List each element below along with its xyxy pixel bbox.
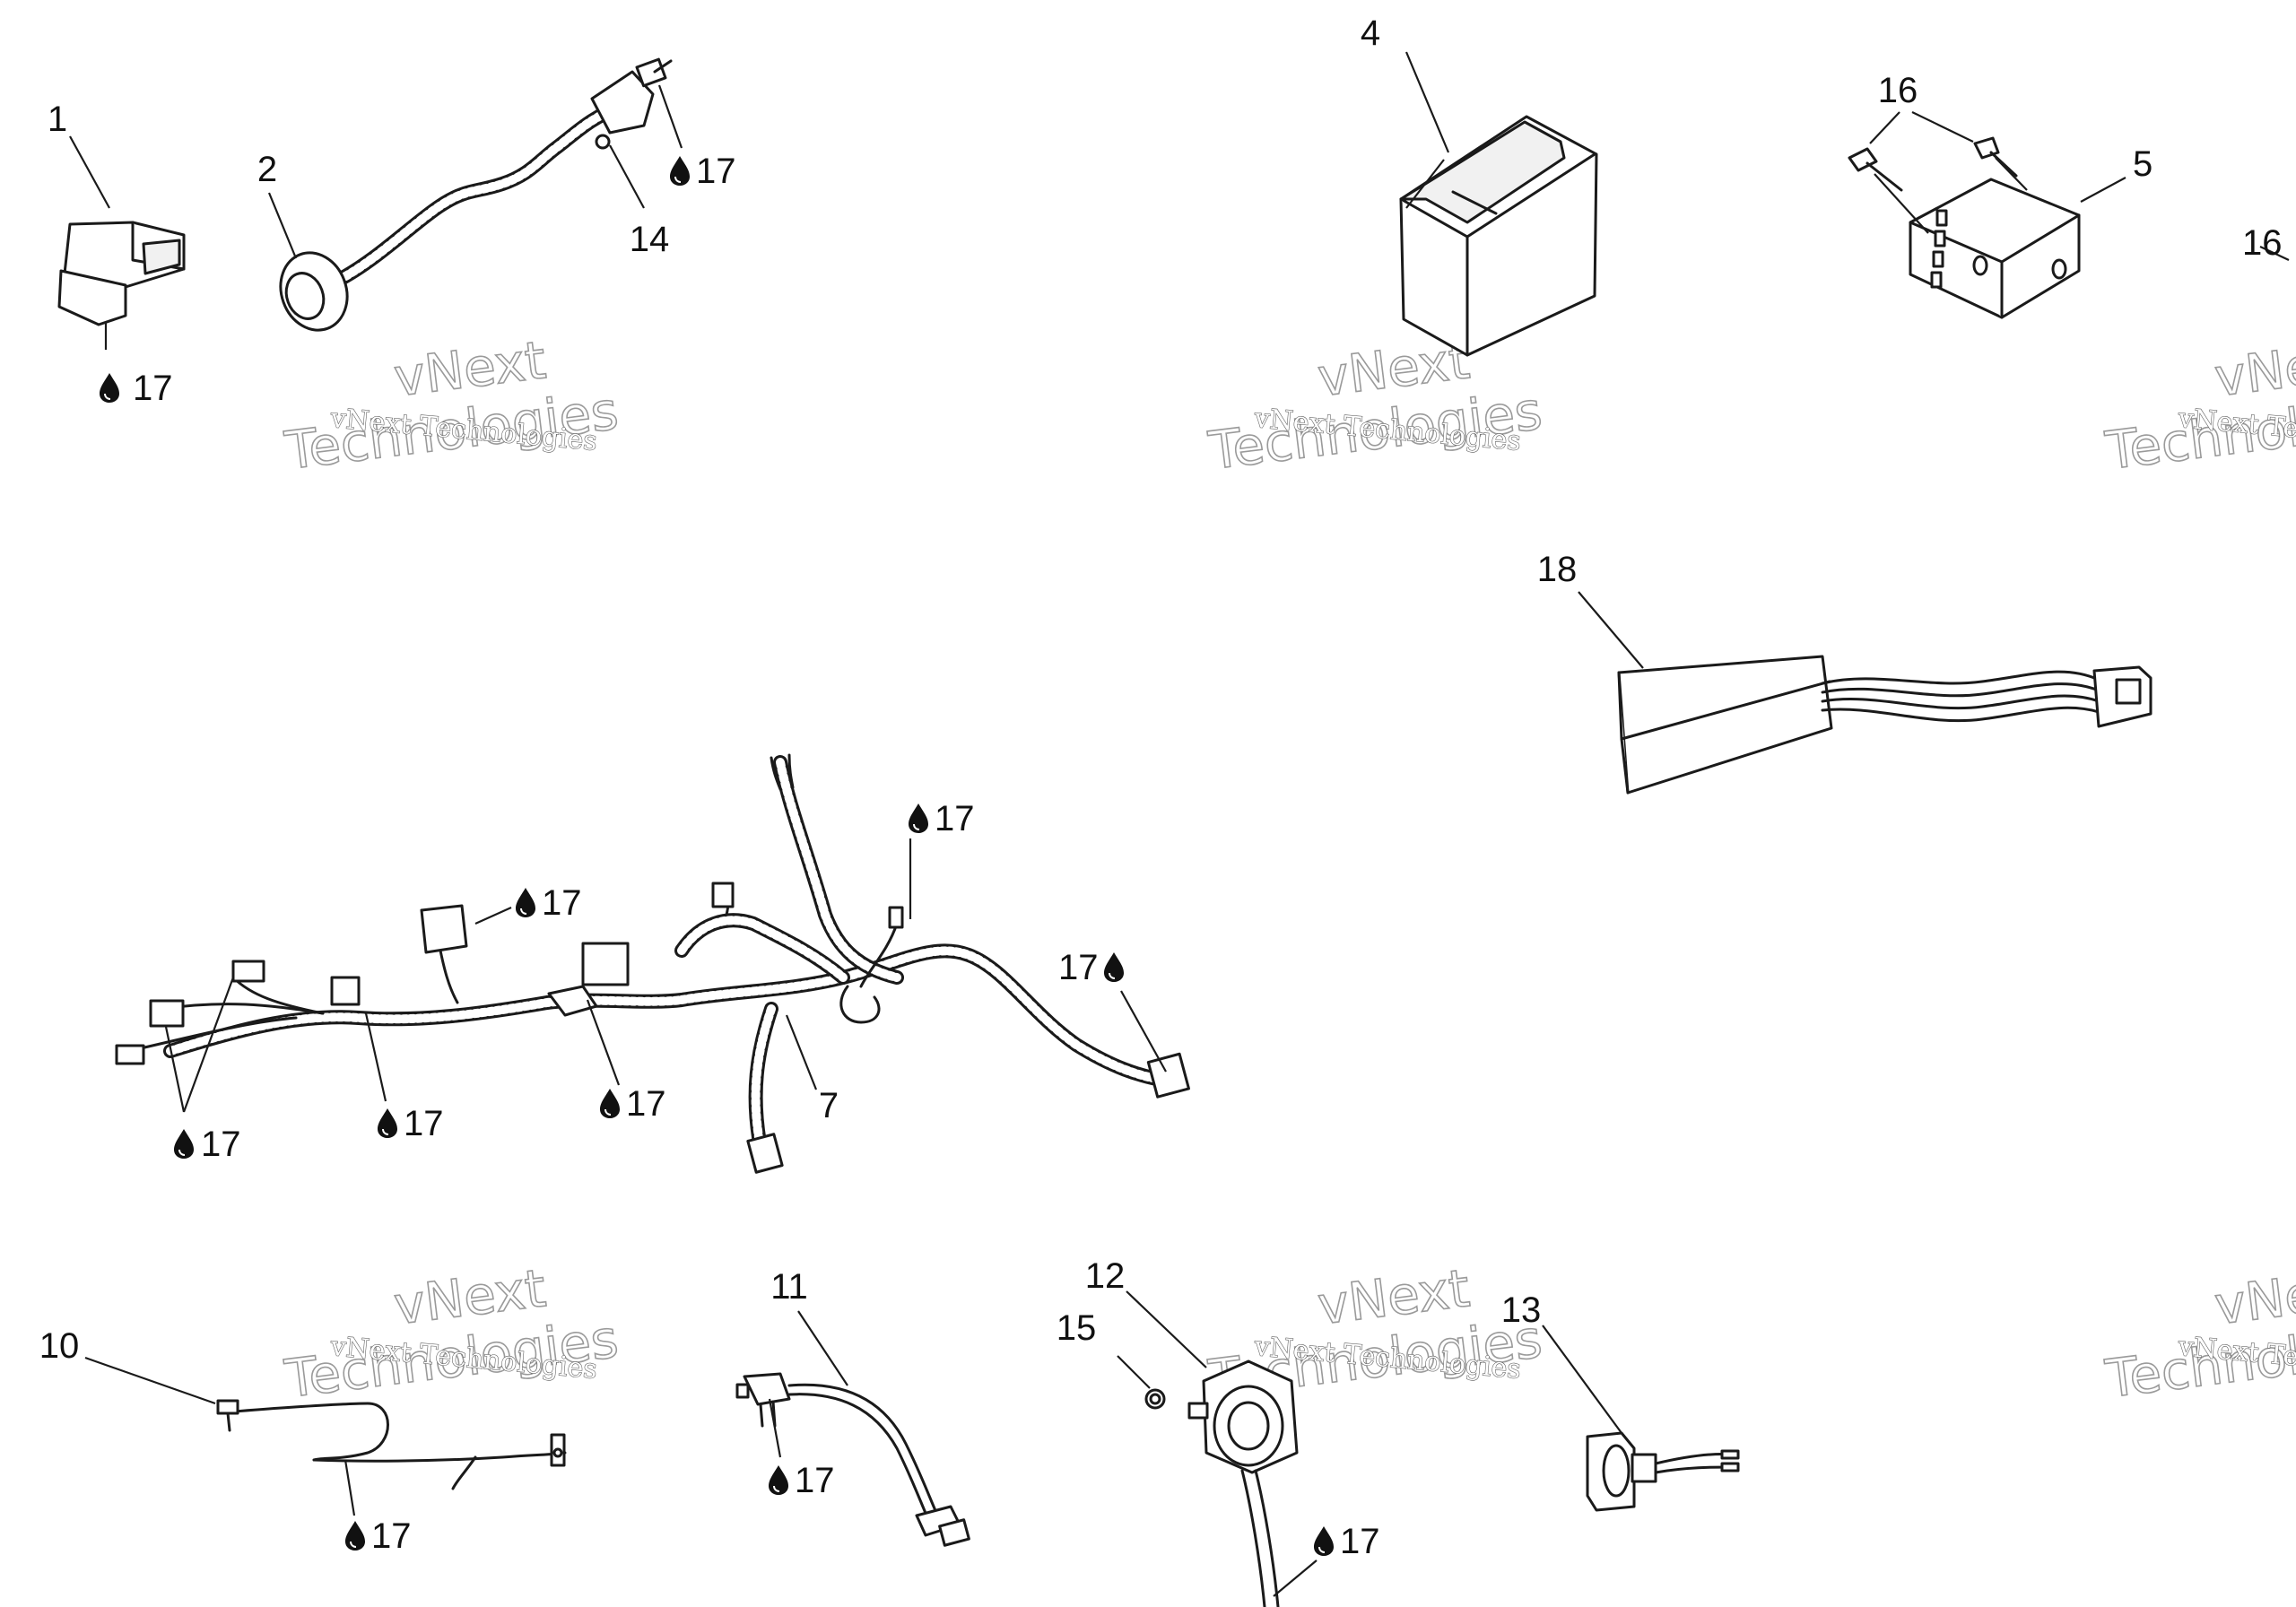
drop-icon	[908, 803, 929, 834]
harness-connectors	[115, 882, 1190, 1174]
regulator-pins	[1930, 209, 1948, 289]
watermark-top-left: vNext Technologies	[281, 328, 622, 482]
callout-5: 5	[2133, 144, 2152, 184]
callout-17: 17	[404, 1104, 444, 1143]
callout-17: 17	[1340, 1522, 1380, 1561]
drop-icon	[669, 155, 691, 187]
callout-16: 16	[1878, 71, 1918, 110]
callout-17: 17	[201, 1125, 241, 1164]
callout-7: 7	[819, 1086, 839, 1125]
callout-18: 18	[1537, 550, 1578, 589]
drop-icon	[768, 1464, 789, 1496]
callout-17: 17	[371, 1516, 412, 1556]
part-4-battery	[1399, 51, 1598, 357]
part-18-module	[1578, 591, 2152, 795]
callout-17: 17	[626, 1084, 666, 1124]
part-7-wiring-harness	[115, 753, 1190, 1174]
callout-17: 17	[133, 369, 173, 408]
callout-14: 14	[630, 220, 670, 259]
part-13-socket	[1542, 1325, 1740, 1512]
drop-icon	[344, 1520, 366, 1551]
watermark-text-big: vNext	[2212, 329, 2296, 408]
callout-17: 17	[696, 152, 736, 191]
harness-lube-callouts: 17 17 17 17 17 17	[164, 799, 1167, 1164]
drop-icon	[173, 1128, 195, 1160]
drop-icon	[515, 887, 536, 918]
callout-16-right: 16	[2242, 223, 2283, 263]
callout-10: 10	[39, 1326, 80, 1366]
drop-icon	[99, 372, 120, 404]
drop-icon	[377, 1108, 398, 1139]
callout-15: 15	[1057, 1308, 1097, 1348]
part-11-switch-lead	[735, 1310, 970, 1547]
watermark-top-mid: vNext Technologies	[1205, 328, 1546, 482]
callout-13: 13	[1501, 1290, 1542, 1330]
callout-12: 12	[1085, 1256, 1126, 1296]
callout-4: 4	[1361, 13, 1380, 53]
callout-17: 17	[795, 1461, 835, 1500]
part-2-sensor-cable	[267, 57, 683, 332]
callout-11: 11	[770, 1267, 808, 1307]
drop-icon	[1313, 1525, 1335, 1557]
watermark-bottom-right: vNext Technologies	[2101, 1256, 2296, 1410]
callout-17: 17	[935, 799, 975, 838]
part-10-sensor-wire	[84, 1356, 567, 1516]
callout-2: 2	[257, 150, 277, 189]
drop-icon	[1103, 951, 1125, 983]
part-16-screws	[1848, 111, 2290, 261]
callout-17: 17	[1058, 948, 1099, 987]
callout-17: 17	[542, 883, 582, 923]
part-5-regulator	[1909, 177, 2126, 319]
part-1-relay	[57, 135, 186, 350]
watermark-top-right: vNext Technologies	[2101, 328, 2296, 482]
watermark-text-big: vNext	[2212, 1257, 2296, 1336]
drop-icon	[599, 1088, 621, 1119]
callout-1: 1	[48, 100, 67, 139]
watermark-bottom-left: vNext Technologies	[281, 1256, 622, 1410]
part-12-ignition-switch	[1117, 1290, 1318, 1607]
